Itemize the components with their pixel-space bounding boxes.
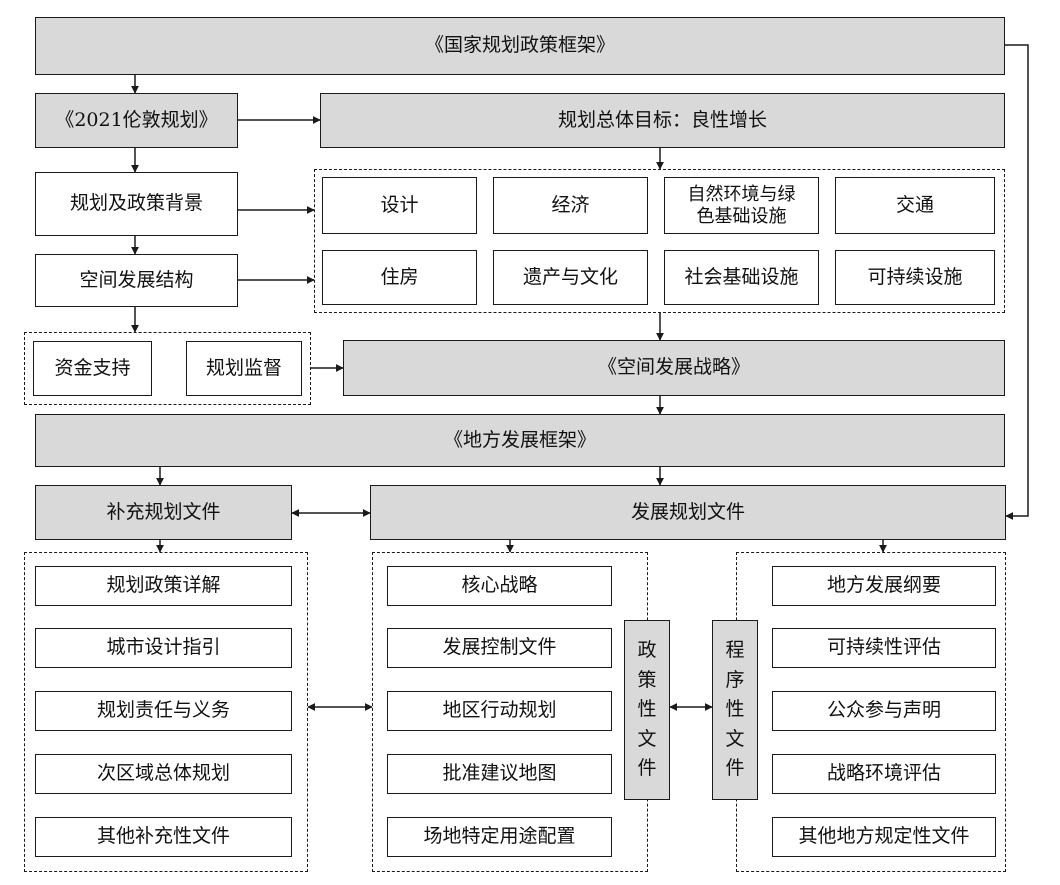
supplementary-item: 次区域总体规划 bbox=[35, 754, 292, 794]
procedural-document-item: 其他地方规定性文件 bbox=[772, 817, 996, 857]
supplementary-item: 规划政策详解 bbox=[35, 566, 292, 606]
theme-natural-environment: 自然环境与绿 色基础设施 bbox=[664, 177, 819, 234]
funding-support-box: 资金支持 bbox=[33, 341, 152, 396]
theme-economy: 经济 bbox=[493, 177, 648, 234]
procedural-document-item: 可持续性评估 bbox=[772, 628, 996, 668]
themes-group bbox=[314, 169, 1005, 313]
spatial-development-strategy-box: 《空间发展战略》 bbox=[343, 340, 1005, 396]
supplementary-documents-group bbox=[24, 552, 308, 872]
planning-monitoring-box: 规划监督 bbox=[186, 341, 302, 396]
procedural-document-item: 战略环境评估 bbox=[772, 754, 996, 794]
supplementary-item: 规划责任与义务 bbox=[35, 691, 292, 731]
supplementary-item: 其他补充性文件 bbox=[35, 817, 292, 857]
overall-goal-box: 规划总体目标：良性增长 bbox=[320, 93, 1005, 148]
supplementary-item: 城市设计指引 bbox=[35, 628, 292, 668]
spatial-structure-box: 空间发展结构 bbox=[35, 254, 238, 307]
policy-document-item: 核心战略 bbox=[387, 566, 612, 606]
theme-transport: 交通 bbox=[835, 177, 995, 234]
procedural-document-item: 地方发展纲要 bbox=[772, 566, 996, 606]
policy-document-item: 发展控制文件 bbox=[387, 628, 612, 668]
support-group bbox=[24, 332, 311, 405]
theme-social-infrastructure: 社会基础设施 bbox=[664, 250, 819, 305]
local-development-framework-box: 《地方发展框架》 bbox=[35, 414, 1005, 467]
theme-sustainable-facilities: 可持续设施 bbox=[835, 250, 995, 305]
procedural-documents-label: 程 序 性 文 件 bbox=[712, 620, 758, 800]
policy-document-item: 场地特定用途配置 bbox=[387, 817, 612, 857]
supplementary-planning-documents-box: 补充规划文件 bbox=[35, 485, 292, 540]
development-plan-documents-box: 发展规划文件 bbox=[370, 485, 1006, 540]
policy-background-box: 规划及政策背景 bbox=[35, 172, 238, 236]
policy-document-item: 批准建议地图 bbox=[387, 754, 612, 794]
theme-design: 设计 bbox=[322, 177, 477, 234]
procedural-document-item: 公众参与声明 bbox=[772, 691, 996, 731]
london-plan-box: 《2021伦敦规划》 bbox=[35, 93, 238, 148]
policy-document-item: 地区行动规划 bbox=[387, 691, 612, 731]
theme-housing: 住房 bbox=[322, 250, 477, 305]
national-planning-policy-framework-box: 《国家规划政策框架》 bbox=[35, 17, 1005, 75]
theme-heritage-culture: 遗产与文化 bbox=[493, 250, 648, 305]
policy-documents-label: 政 策 性 文 件 bbox=[624, 620, 670, 800]
